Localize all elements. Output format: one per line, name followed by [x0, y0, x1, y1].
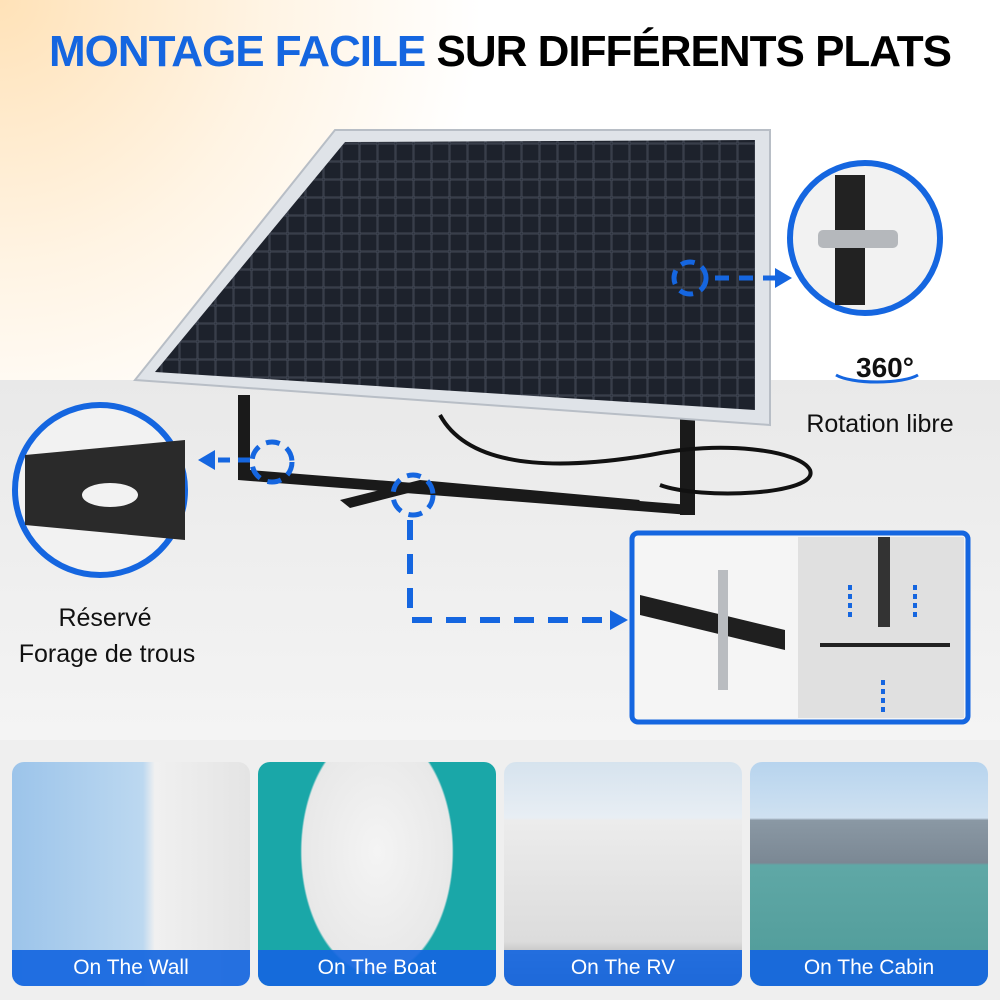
scenario-card-cabin: On The Cabin [750, 762, 988, 986]
drill-point-marker [390, 472, 436, 518]
rotation-degrees: 360° [856, 352, 914, 383]
rotation-label: Rotation libre [806, 410, 954, 438]
wing-nut-icon [818, 230, 898, 248]
cabin-photo [750, 762, 988, 986]
slot-marker [249, 439, 295, 485]
solar-panel-illustration [12, 129, 971, 725]
wall-photo [12, 762, 250, 986]
solar-panel-cells [155, 140, 755, 410]
scenario-label: On The Boat [258, 950, 496, 986]
arrow-head-icon [198, 450, 215, 470]
scenario-label: On The Wall [12, 950, 250, 986]
rv-photo [504, 762, 742, 986]
bracket-plate [640, 595, 785, 650]
dashed-arrow [407, 520, 610, 623]
scenario-label: On The RV [504, 950, 742, 986]
rotation-icon [835, 373, 919, 384]
down-arrows-icon [848, 585, 917, 712]
scenario-card-wall: On The Wall [12, 762, 250, 986]
scenario-cards: On The Wall On The Boat On The RV On The… [12, 762, 988, 986]
cable [438, 414, 813, 496]
reserved-label-line1: Réservé [58, 604, 152, 632]
title-highlight: MONTAGE FACILE [48, 27, 426, 76]
rotation-point-marker [671, 259, 709, 297]
scenario-card-boat: On The Boat [258, 762, 496, 986]
arrow-head-icon [775, 268, 792, 288]
title-rest: SUR DIFFÉRENTS PLATS [436, 27, 953, 76]
drill-bit-icon [878, 537, 890, 627]
page-title: MONTAGE FACILE SUR DIFFÉRENTS PLATS [10, 22, 990, 82]
screw-icon [718, 570, 728, 690]
slot-hole-icon [82, 483, 138, 507]
arrow-head-icon [610, 610, 628, 630]
boat-photo [258, 762, 496, 986]
scenario-card-rv: On The RV [504, 762, 742, 986]
scenario-label: On The Cabin [750, 950, 988, 986]
reserved-label-line2: Forage de trous [18, 640, 196, 668]
